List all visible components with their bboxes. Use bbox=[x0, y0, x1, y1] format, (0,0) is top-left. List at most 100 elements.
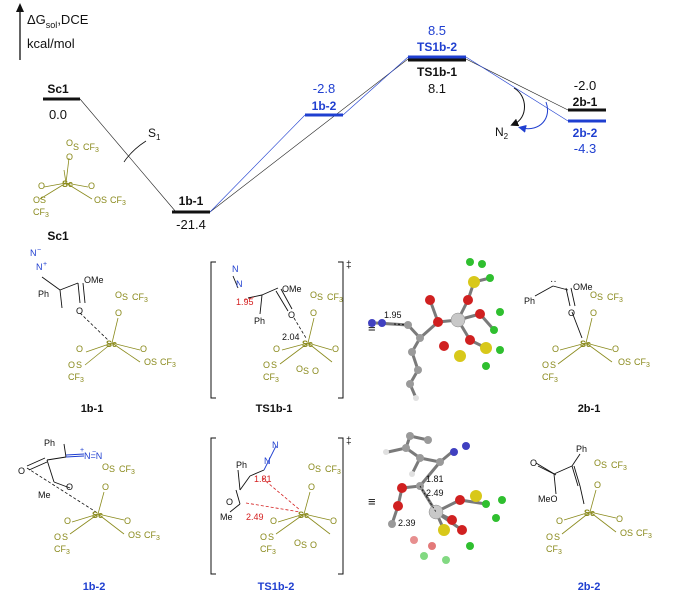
ts1b-2-3d-model: 1.81 2.49 2.39 bbox=[383, 432, 506, 564]
svg-text:−: − bbox=[37, 247, 41, 254]
svg-text:O: O bbox=[68, 360, 75, 370]
level-2b1-value: -2.0 bbox=[574, 78, 596, 93]
svg-text:Sc: Sc bbox=[302, 339, 313, 349]
3d2-dist-3: 2.39 bbox=[398, 518, 416, 528]
svg-text:O: O bbox=[296, 364, 303, 374]
level-ts12-name: TS1b-2 bbox=[417, 40, 457, 54]
svg-text:CF: CF bbox=[260, 544, 272, 554]
level-2b1-name: 2b-1 bbox=[573, 95, 598, 109]
level-2b2-name: 2b-2 bbox=[573, 126, 598, 140]
svg-text:O: O bbox=[590, 290, 597, 300]
svg-text:3: 3 bbox=[275, 377, 279, 384]
svg-text:S: S bbox=[271, 360, 277, 370]
svg-text:O: O bbox=[18, 466, 25, 476]
caption-1b-1: 1b-1 bbox=[81, 403, 104, 415]
n2-arrow-black-icon bbox=[510, 87, 525, 127]
svg-text:OMe: OMe bbox=[282, 284, 302, 294]
connector-ts12-2b2 bbox=[465, 56, 569, 122]
level-1b2-value: -2.8 bbox=[313, 81, 335, 96]
svg-text:Ph: Ph bbox=[236, 460, 247, 470]
level-sc1-value: 0.0 bbox=[49, 107, 67, 122]
svg-text:CF: CF bbox=[611, 460, 623, 470]
svg-text:O: O bbox=[294, 538, 301, 548]
axis-label-line1: ΔGsol,DCE bbox=[27, 12, 89, 30]
svg-text:N: N bbox=[272, 440, 279, 450]
svg-text:Me: Me bbox=[220, 512, 233, 522]
svg-text:O: O bbox=[330, 516, 337, 526]
ts1b2-dist-red-2: 2.49 bbox=[246, 512, 264, 522]
3d2-dist-2: 2.49 bbox=[426, 488, 444, 498]
svg-text:OMe: OMe bbox=[573, 282, 593, 292]
svg-text:CF: CF bbox=[634, 357, 646, 367]
equiv-2: ≡ bbox=[368, 494, 376, 509]
svg-text:O: O bbox=[115, 290, 122, 300]
svg-text:CF: CF bbox=[542, 372, 554, 382]
axis-label-line2: kcal/mol bbox=[27, 36, 75, 51]
svg-text:+: + bbox=[80, 447, 84, 454]
caption-ts1b-2: TS1b-2 bbox=[258, 581, 295, 593]
svg-text:Ph: Ph bbox=[576, 444, 587, 454]
svg-text:O: O bbox=[612, 344, 619, 354]
svg-text:O: O bbox=[620, 528, 627, 538]
svg-text:O: O bbox=[94, 195, 101, 205]
svg-text:CF3: CF3 bbox=[83, 142, 99, 154]
ts1b2-dist-red-1: 1.81 bbox=[254, 474, 272, 484]
svg-text:··: ·· bbox=[550, 276, 557, 287]
svg-text:O: O bbox=[546, 532, 553, 542]
svg-text:3: 3 bbox=[648, 533, 652, 540]
svg-text:O: O bbox=[102, 482, 109, 492]
svg-text:3: 3 bbox=[156, 535, 160, 542]
svg-text:O: O bbox=[64, 516, 71, 526]
bracket-right bbox=[338, 261, 344, 399]
svg-text:O: O bbox=[590, 308, 597, 318]
svg-text:Sc: Sc bbox=[298, 510, 309, 520]
svg-text:3: 3 bbox=[619, 297, 623, 304]
svg-text:+: + bbox=[43, 261, 47, 268]
svg-text:O: O bbox=[310, 308, 317, 318]
svg-text:O: O bbox=[76, 344, 83, 354]
svg-text:3: 3 bbox=[172, 362, 176, 369]
connector-1b2-ts12 bbox=[342, 56, 409, 116]
svg-text:OMe: OMe bbox=[84, 275, 104, 285]
svg-text:S: S bbox=[301, 540, 307, 550]
svg-text:3: 3 bbox=[272, 549, 276, 556]
svg-text:CF: CF bbox=[54, 544, 66, 554]
level-ts12-value: 8.5 bbox=[428, 23, 446, 38]
svg-text:CF: CF bbox=[327, 292, 339, 302]
svg-text:S: S bbox=[62, 532, 68, 542]
svg-text:O: O bbox=[308, 462, 315, 472]
equiv-1: ≡ bbox=[368, 320, 376, 335]
sc1-sc-atom: Sc bbox=[62, 179, 73, 189]
svg-text:O: O bbox=[552, 344, 559, 354]
svg-text:S: S bbox=[303, 366, 309, 376]
svg-text:Sc: Sc bbox=[584, 508, 595, 518]
svg-text:Me: Me bbox=[38, 490, 51, 500]
level-2b2-value: -4.3 bbox=[574, 141, 596, 156]
svg-text:CF: CF bbox=[119, 464, 131, 474]
svg-text:CF3: CF3 bbox=[110, 195, 126, 207]
svg-text:S: S bbox=[73, 142, 79, 152]
svg-text:O: O bbox=[288, 310, 295, 320]
level-1b1-name: 1b-1 bbox=[179, 194, 204, 208]
svg-text:O: O bbox=[308, 482, 315, 492]
caption-2b-2: 2b-2 bbox=[578, 581, 601, 593]
svg-text:3: 3 bbox=[80, 377, 84, 384]
energy-profile: Sc1 0.0 1b-1 -21.4 -2.8 1b-2 8.5 TS1b-2 … bbox=[43, 23, 606, 232]
svg-text:S: S bbox=[554, 532, 560, 542]
connector-1b1-1b2 bbox=[209, 114, 306, 213]
svg-text:N: N bbox=[30, 248, 37, 258]
level-ts11-value: 8.1 bbox=[428, 81, 446, 96]
svg-text:O: O bbox=[594, 480, 601, 490]
svg-text:O: O bbox=[556, 516, 563, 526]
svg-text:S: S bbox=[122, 292, 128, 302]
svg-text:S: S bbox=[317, 292, 323, 302]
svg-text:CF: CF bbox=[325, 464, 337, 474]
s1-label: S1 bbox=[148, 126, 161, 142]
svg-text:N: N bbox=[264, 456, 271, 466]
